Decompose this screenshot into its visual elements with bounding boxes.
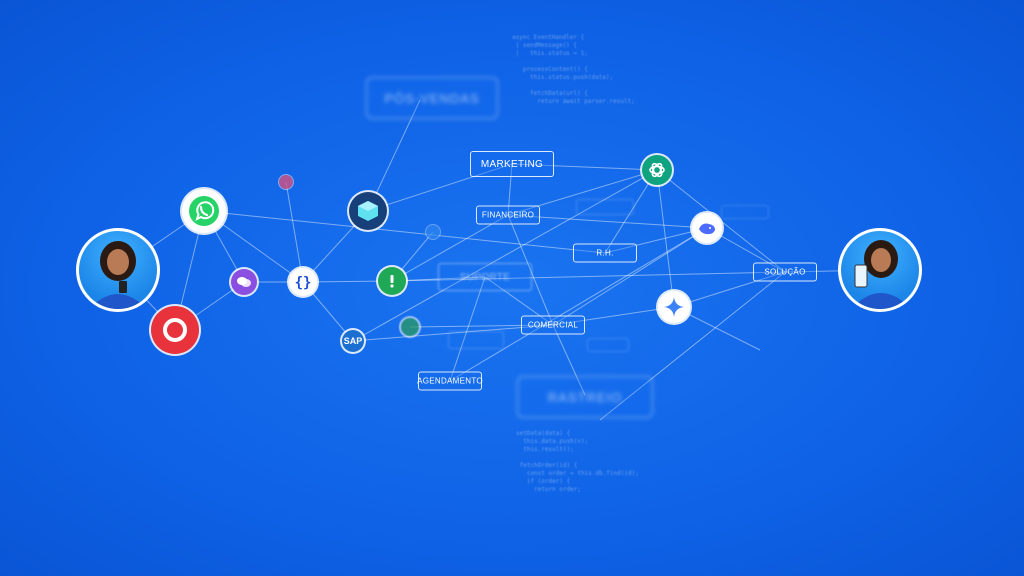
label-comercial: COMERCIAL	[521, 315, 585, 335]
openai-icon	[642, 155, 672, 185]
background-box-1	[576, 199, 634, 215]
label-rh: R.H.	[573, 243, 637, 263]
label-marketing: MARKETING	[470, 151, 554, 177]
small-blue-dot-icon	[426, 225, 440, 239]
label-pos-vendas: PÓS-VENDAS	[366, 77, 498, 119]
label-agendamento: AGENDAMENTO	[417, 371, 483, 391]
sparkle-icon	[658, 291, 690, 323]
curly-brace-icon: {}	[289, 268, 317, 296]
label-rastreio: RASTREIO	[517, 376, 653, 418]
background-box-3	[587, 338, 629, 352]
whatsapp-icon	[182, 189, 226, 233]
sap-label: SAP	[343, 336, 363, 346]
svg-text:{}: {}	[295, 275, 312, 291]
background-box-4	[721, 205, 769, 219]
sap-icon: SAP	[342, 330, 364, 352]
background-code-bottom: setData(data) { this.data.push(v); this.…	[516, 430, 639, 493]
cube-icon	[349, 192, 387, 230]
label-solucao: SOLUÇÃO	[753, 262, 817, 282]
customer-avatar-left	[76, 228, 160, 312]
small-pink-dot-icon	[279, 175, 293, 189]
instagram-icon	[151, 306, 199, 354]
background-box-2	[448, 331, 504, 349]
label-financeiro: FINANCEIRO	[476, 205, 540, 225]
whale-icon	[692, 213, 722, 243]
background-code-top: async EventHandler { | sendMessage() { |…	[512, 34, 635, 105]
pie-chart-icon	[401, 318, 419, 336]
chat-bubble-icon	[231, 269, 257, 295]
exclamation-icon	[378, 267, 406, 295]
label-suporte: SUPORTE	[438, 263, 532, 291]
agent-avatar-right	[838, 228, 922, 312]
